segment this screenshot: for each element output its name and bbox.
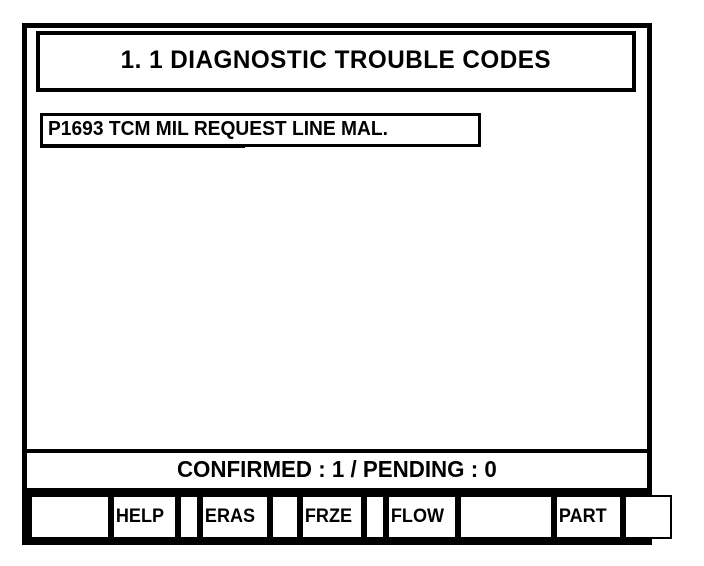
softkey-blank-5 [459, 495, 553, 539]
device-frame: 1. 1 DIAGNOSTIC TROUBLE CODES P1693 TCM … [22, 23, 672, 545]
softkey-blank-4 [365, 495, 385, 539]
softkey-blank-1-label [32, 516, 34, 518]
softkey-help[interactable]: HELP [112, 495, 177, 539]
softkey-freeze-frame-label: FRZE [304, 505, 353, 527]
softkey-freeze-frame[interactable]: FRZE [301, 495, 363, 539]
softkey-blank-3-label [273, 516, 275, 518]
softkey-part-label: PART [558, 505, 607, 527]
softkey-erase-label: ERAS [204, 505, 256, 527]
page-title: 1. 1 DIAGNOSTIC TROUBLE CODES [120, 46, 552, 74]
softkey-flow-label: FLOW [390, 505, 445, 527]
softkey-blank-2-label [181, 516, 183, 518]
page-title-box: 1. 1 DIAGNOSTIC TROUBLE CODES [36, 31, 636, 92]
status-bar: CONFIRMED : 1 / PENDING : 0 [27, 449, 647, 493]
softkey-help-label: HELP [115, 505, 165, 527]
softkey-blank-5-label [461, 516, 463, 518]
softkey-blank-1 [30, 495, 110, 539]
dtc-row[interactable]: P1693 TCM MIL REQUEST LINE MAL. [40, 113, 481, 147]
softkey-erase[interactable]: ERAS [201, 495, 269, 539]
dtc-list: P1693 TCM MIL REQUEST LINE MAL. [27, 104, 647, 449]
softkey-part[interactable]: PART [555, 495, 622, 539]
softkey-bar: HELP ERAS FRZE FLOW PART [27, 493, 672, 540]
softkey-blank-6 [624, 495, 672, 539]
dtc-text: P1693 TCM MIL REQUEST LINE MAL. [48, 118, 388, 140]
softkey-flow[interactable]: FLOW [387, 495, 457, 539]
softkey-blank-3 [271, 495, 299, 539]
softkey-blank-4-label [367, 516, 369, 518]
softkey-blank-2 [179, 495, 199, 539]
status-counts: CONFIRMED : 1 / PENDING : 0 [177, 456, 497, 482]
softkey-blank-6-label [626, 516, 628, 518]
